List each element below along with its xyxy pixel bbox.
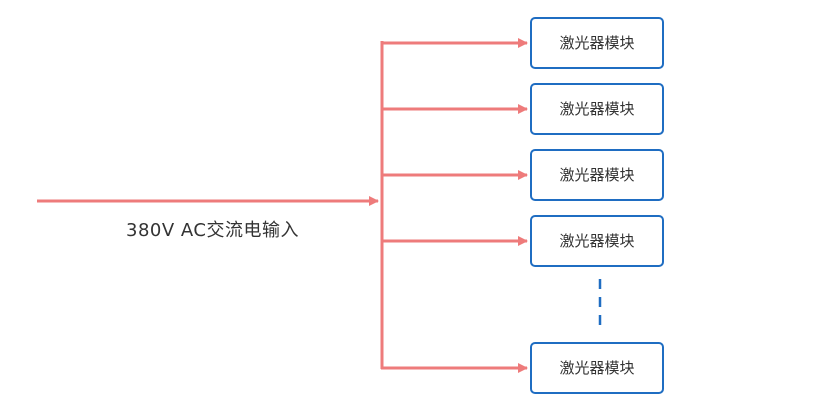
module-label: 激光器模块	[559, 100, 634, 118]
input-label: 380V AC交流电输入	[126, 220, 299, 241]
module-label: 激光器模块	[559, 34, 634, 52]
module-label: 激光器模块	[559, 359, 634, 377]
module-label: 激光器模块	[559, 166, 634, 184]
module-box-4: 激光器模块	[530, 215, 664, 267]
module-box-2: 激光器模块	[530, 83, 664, 135]
module-box-5: 激光器模块	[530, 342, 664, 394]
module-box-1: 激光器模块	[530, 17, 664, 69]
module-box-3: 激光器模块	[530, 149, 664, 201]
module-label: 激光器模块	[559, 232, 634, 250]
